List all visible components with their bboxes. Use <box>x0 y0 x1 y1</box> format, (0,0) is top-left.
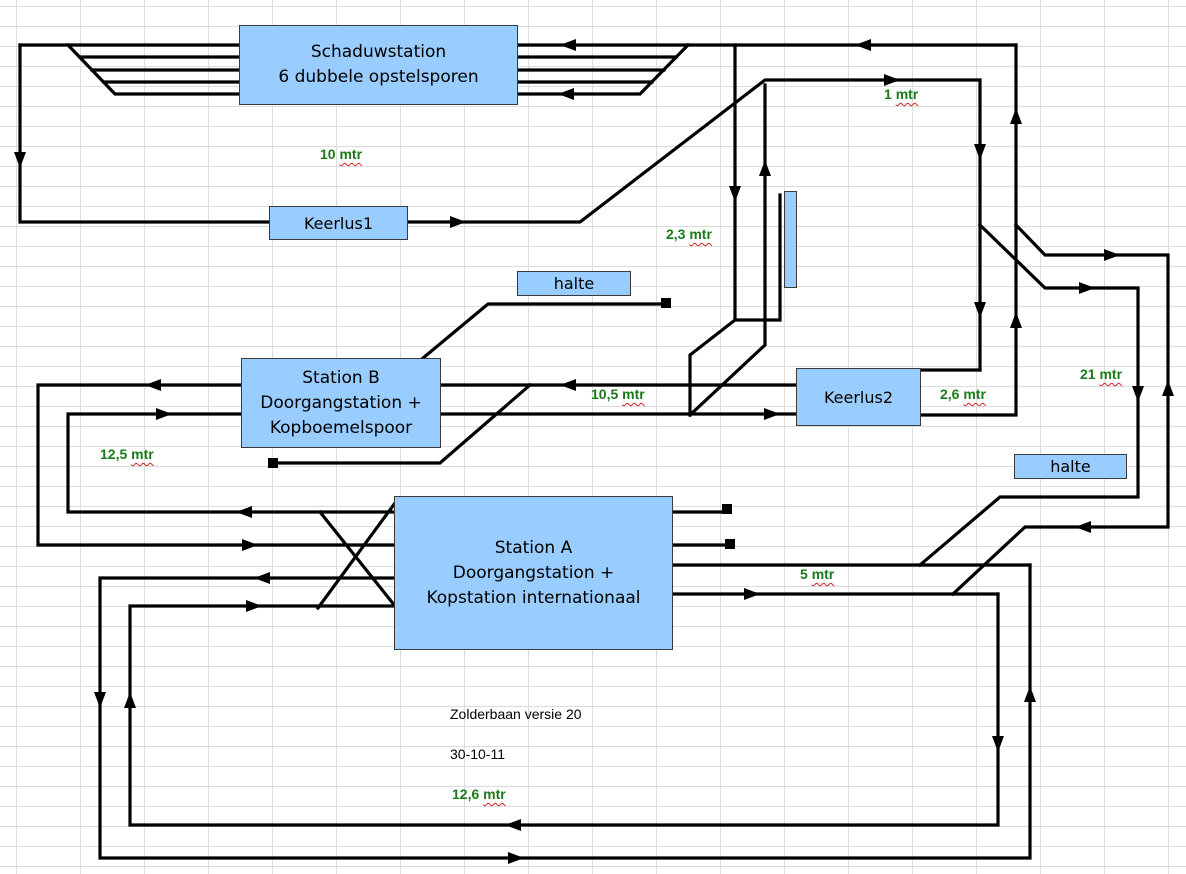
arrow-right <box>242 539 258 551</box>
length-label: 2,3 mtr <box>666 226 712 242</box>
schaduwstation-box: Schaduwstation 6 dubbele opstelsporen <box>239 25 518 105</box>
station-a-title: Station A <box>494 537 573 558</box>
arrow-down <box>14 152 26 168</box>
arrow-right <box>764 408 780 420</box>
length-label: 5 mtr <box>800 566 835 582</box>
length-label: 10 mtr <box>320 146 363 162</box>
schaduwstation-title: Schaduwstation <box>310 42 447 62</box>
arrow-up <box>124 692 136 708</box>
arrow-down <box>729 186 741 202</box>
station-b-line3: Kopboemelspoor <box>269 417 413 438</box>
track-crossover <box>317 509 398 609</box>
keerlus1-label: Keerlus1 <box>303 213 374 233</box>
track-siding-upper <box>733 193 782 322</box>
halte-right-label: halte <box>1050 457 1091 476</box>
station-b-box: Station B Doorgangstation + Kopboemelspo… <box>241 358 441 448</box>
length-label: 12,5 mtr <box>100 446 154 462</box>
track-crossover <box>315 500 398 611</box>
buffer-stops <box>268 298 735 549</box>
track-up-2-3 <box>687 83 767 418</box>
station-a-line3: Kopstation internationaal <box>426 587 641 608</box>
arrow-right <box>884 74 900 86</box>
buffer-stop <box>725 539 735 549</box>
keerlus2-label: Keerlus2 <box>823 387 894 407</box>
length-label: 21 mtr <box>1080 366 1123 382</box>
arrow-left <box>558 88 574 100</box>
arrow-down <box>974 302 986 318</box>
arrow-down <box>1132 386 1144 402</box>
arrow-left <box>236 506 252 518</box>
arrow-right <box>156 408 172 420</box>
arrow-left <box>254 572 270 584</box>
arrow-left <box>855 39 871 51</box>
arrow-up <box>1162 380 1174 396</box>
track-kopboemel <box>270 382 533 465</box>
arrow-left <box>560 379 576 391</box>
arrow-right <box>508 852 524 864</box>
length-label: 1 mtr <box>884 86 919 102</box>
schaduwstation-subtitle: 6 dubbele opstelsporen <box>278 67 479 87</box>
station-a-line2: Doorgangstation + <box>452 562 615 583</box>
arrow-up <box>759 160 771 176</box>
halte-top-label: halte <box>553 274 595 293</box>
buffer-stop <box>268 458 278 468</box>
keerlus1-box: Keerlus1 <box>269 206 408 240</box>
direction-arrows <box>14 39 1174 864</box>
arrow-right <box>1079 282 1095 294</box>
track-b-outer-left <box>36 383 732 547</box>
track-halte-spur <box>390 302 667 386</box>
halte-top-box: halte <box>517 271 631 296</box>
buffer-stop <box>722 504 732 514</box>
arrow-left <box>145 379 161 391</box>
arrow-right <box>246 600 262 612</box>
arrow-right <box>744 588 760 600</box>
arrow-left <box>1075 521 1091 533</box>
track-a-upper <box>98 563 1032 860</box>
station-a-box: Station A Doorgangstation + Kopstation i… <box>394 496 673 650</box>
length-label: 12,6 mtr <box>452 786 506 802</box>
arrow-down <box>94 692 106 708</box>
arrow-down <box>974 144 986 160</box>
arrow-up <box>1010 312 1022 328</box>
station-b-line2: Doorgangstation + <box>260 392 422 413</box>
date-note: 30-10-11 <box>450 746 506 762</box>
arrow-up <box>1010 108 1022 124</box>
arrow-right <box>450 216 466 228</box>
track-shadow-ladder-in <box>65 42 242 96</box>
track-right-main <box>918 43 1018 417</box>
passing-siding-box <box>784 191 797 288</box>
arrow-left <box>505 819 521 831</box>
arrow-right <box>1104 249 1120 261</box>
halte-right-box: halte <box>1014 454 1127 479</box>
length-label: 2,6 mtr <box>940 386 986 402</box>
length-label: 10,5 mtr <box>591 386 645 402</box>
buffer-stop <box>661 298 671 308</box>
arrow-left <box>560 39 576 51</box>
track-shadow-left <box>18 43 982 372</box>
version-note: Zolderbaan versie 20 <box>450 706 582 722</box>
keerlus2-box: Keerlus2 <box>796 368 921 426</box>
track-21-outer <box>950 222 1170 597</box>
arrow-up <box>1024 686 1036 702</box>
station-b-title: Station B <box>302 367 380 388</box>
arrow-down <box>992 736 1004 752</box>
